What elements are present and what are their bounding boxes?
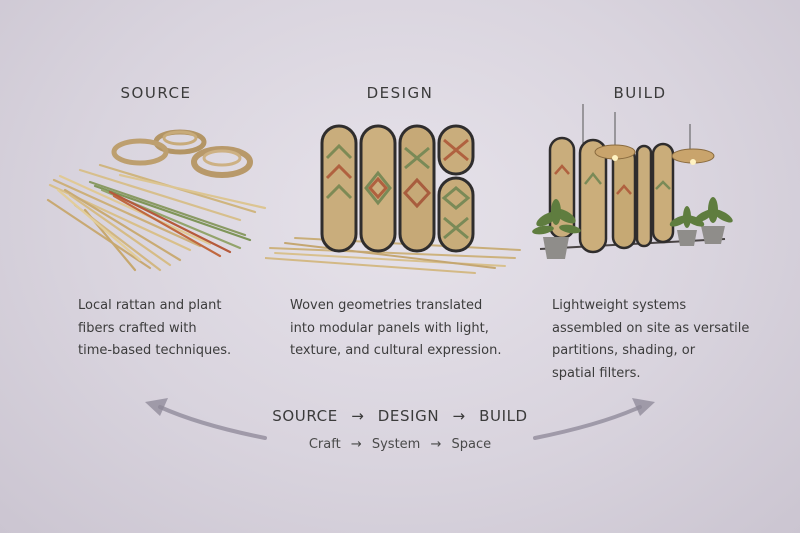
desc-line: into modular panels with light, <box>290 320 489 336</box>
arrow-right-icon: → <box>350 437 362 452</box>
flow-step: SOURCE <box>272 407 338 425</box>
desc-line: time-based techniques. <box>78 343 232 358</box>
rattan-bundle-image <box>46 129 267 272</box>
design-title: DESIGN <box>366 84 434 102</box>
source-title: SOURCE <box>120 84 192 102</box>
arrow-right-icon: → <box>452 407 466 425</box>
subflow-step: Craft <box>308 437 341 452</box>
flow-step: DESIGN <box>377 407 440 425</box>
process-subflow: Craft → System → Space <box>0 437 800 452</box>
desc-line: texture, and cultural expression. <box>290 343 502 358</box>
subflow-step: System <box>371 437 421 452</box>
cycle-arc-arrows <box>145 398 655 440</box>
woven-panels-image <box>265 124 521 274</box>
desc-line: assembled on site as versatile <box>552 320 750 336</box>
partition-installation-image <box>532 104 733 259</box>
subflow-step: Space <box>451 437 492 452</box>
desc-line: fibers crafted with <box>78 320 197 336</box>
build-description: Lightweight systems assembled on site as… <box>552 295 749 385</box>
desc-line: partitions, shading, or <box>552 343 696 358</box>
desc-line: spatial filters. <box>552 365 641 381</box>
desc-line: Local rattan and plant <box>78 298 222 313</box>
desc-line: Woven geometries translated <box>290 298 483 313</box>
desc-line: Lightweight systems <box>552 298 687 313</box>
flow-step: BUILD <box>479 407 528 425</box>
source-description: Local rattan and plant fibers crafted wi… <box>78 295 231 363</box>
build-title: BUILD <box>613 84 667 102</box>
arrow-right-icon: → <box>430 437 442 452</box>
arrow-right-icon: → <box>351 407 365 425</box>
design-description: Woven geometries translated into modular… <box>290 295 501 363</box>
process-flow: SOURCE → DESIGN → BUILD <box>0 407 800 425</box>
